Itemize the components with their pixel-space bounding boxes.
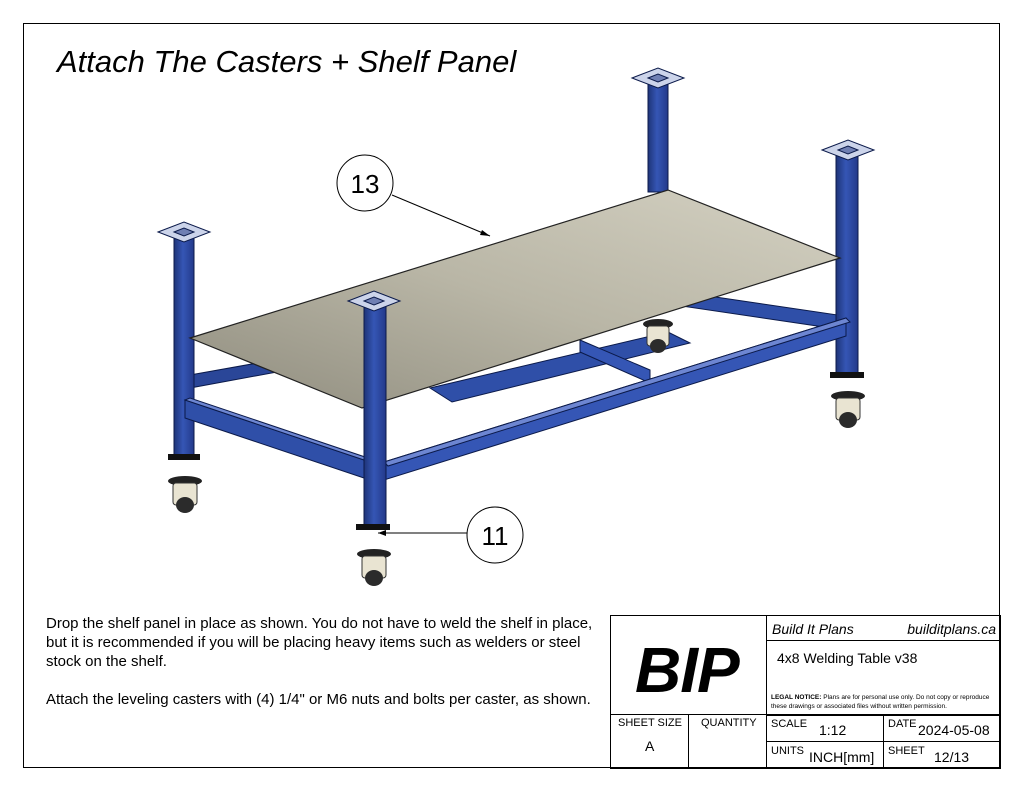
leg-post-front-center	[346, 290, 402, 530]
instruction-notes: Drop the shelf panel in place as shown. …	[46, 614, 606, 728]
note-paragraph: Drop the shelf panel in place as shown. …	[46, 615, 593, 670]
company-logo: BIP	[635, 634, 740, 706]
legal-notice: LEGAL NOTICE: Plans are for personal use…	[771, 694, 990, 710]
scale-value: 1:12	[819, 722, 847, 738]
quantity-cell: QUANTITY	[688, 714, 767, 769]
scale-label: SCALE	[771, 718, 808, 730]
sheet-value: 12/13	[934, 749, 970, 765]
title-block: BIP Build It Plans builditplans.ca 4x8 W…	[610, 615, 1001, 769]
drawing-title: 4x8 Welding Table v38	[777, 650, 918, 666]
logo-cell: BIP	[610, 615, 767, 715]
callout-11: 11	[378, 506, 524, 564]
company-name: Build It Plans	[772, 621, 854, 637]
shelf-panel	[188, 189, 842, 409]
sheet-size-label: SHEET SIZE	[618, 717, 682, 729]
sheet-label: SHEET	[888, 745, 925, 757]
date-label: DATE	[888, 718, 917, 730]
company-website: builditplans.ca	[907, 621, 996, 637]
quantity-label: QUANTITY	[701, 717, 757, 729]
units-value: INCH[mm]	[809, 749, 875, 765]
units-cell: UNITS INCH[mm]	[766, 741, 884, 769]
units-label: UNITS	[771, 745, 804, 757]
leveling-caster	[168, 319, 865, 586]
sheet-size-value: A	[645, 738, 655, 754]
callout-label: 13	[351, 169, 380, 199]
drawing-title-cell: 4x8 Welding Table v38 LEGAL NOTICE: Plan…	[766, 640, 1001, 716]
sheet-size-cell: SHEET SIZE A	[610, 714, 689, 769]
scale-cell: SCALE 1:12	[766, 714, 884, 742]
date-cell: DATE 2024-05-08	[883, 714, 1001, 742]
page-title: Attach The Casters + Shelf Panel	[57, 44, 517, 79]
note-paragraph: Attach the leveling casters with (4) 1/4…	[46, 691, 591, 708]
leg-post-back-center	[630, 67, 686, 193]
date-value: 2024-05-08	[918, 722, 990, 738]
callout-13: 13	[336, 154, 491, 237]
company-cell: Build It Plans builditplans.ca	[766, 615, 1001, 641]
sheet-cell: SHEET 12/13	[883, 741, 1001, 769]
callout-label: 11	[482, 521, 509, 551]
sheet-border	[23, 23, 1000, 768]
front-frame-rails	[183, 317, 851, 481]
